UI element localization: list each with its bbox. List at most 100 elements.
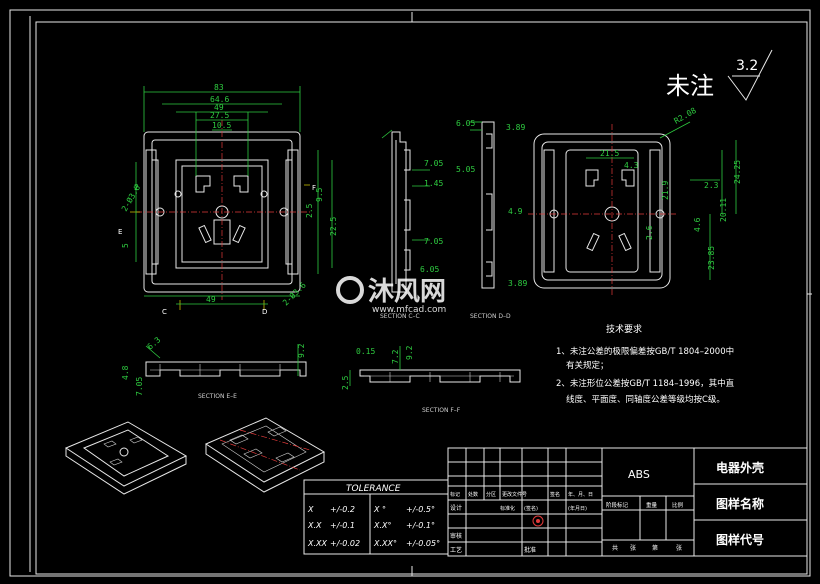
stage-header: 比例 [672, 501, 684, 509]
tech-req-line1b: 有关规定； [566, 360, 609, 371]
dim-24-25: 24.25 [733, 160, 742, 184]
header-cell: 年、月、日 [568, 491, 593, 498]
dim-2-3: 2.3 [704, 181, 719, 190]
dim-d-4-9: 4.9 [508, 207, 523, 216]
watermark-url: www.mfcad.com [372, 305, 446, 315]
part-name: 电器外壳 [716, 460, 764, 475]
row-date: (年月日) [568, 505, 587, 512]
watermark-main: 沐风网 [368, 277, 446, 307]
row-design: 设计 [450, 504, 462, 512]
sheet-label: 第 [652, 544, 658, 552]
dim-f-d4: 0.15 [356, 347, 375, 356]
label-c: C [162, 308, 167, 316]
technical-requirements: 技术要求 1、未注公差的极限偏差按GB/T 1804–2000中 有关规定； 2… [556, 323, 735, 405]
dim-d-6-05: 6.05 [456, 119, 475, 128]
top-view-dimensions: 83 64.6 49 27.5 10.5 49 2-Ø3.8 2 9.5 2.5… [118, 83, 338, 316]
dim-r2: 2 [134, 183, 139, 192]
dim-64-6: 64.6 [210, 95, 229, 104]
title-block: 标记 处数 分区 更改文件号 签名 年、月、日 设计 标准化 (签名) (年月日… [447, 447, 808, 557]
sheet-label: 张 [630, 544, 636, 552]
isometric-view-2 [204, 417, 326, 493]
title-block-stamp-icon [532, 515, 544, 527]
dim-2-6: 2.6 [645, 225, 654, 240]
dim-c-7-05b: 7.05 [424, 237, 443, 246]
section-f-title: SECTION F–F [422, 407, 461, 414]
dim-23-85: 23.85 [707, 246, 716, 270]
label-f: F [312, 184, 316, 192]
tolerance-cell: X.X° [373, 521, 392, 530]
right-view [528, 124, 676, 296]
watermark: 沐风网 www.mfcad.com [336, 276, 446, 315]
tolerance-cell: X [307, 505, 314, 514]
tolerance-title: TOLERANCE [346, 484, 401, 494]
dim-f-d2: 7.2 [391, 349, 400, 364]
tech-req-line2: 2、未注形位公差按GB/T 1184–1996，其中直 [556, 378, 735, 389]
header-cell: 签名 [550, 491, 560, 498]
section-d-view: 6.05 3.89 5.05 4.9 3.89 SECTION D–D [456, 119, 527, 320]
dim-e-d3: 7.05 [135, 377, 144, 396]
dim-d-3-89: 3.89 [506, 123, 525, 132]
tolerance-cell: +/-0.05° [406, 539, 440, 548]
label-e: E [118, 228, 122, 236]
dim-21-5: 21.5 [600, 149, 619, 158]
sheet-label: 张 [676, 544, 682, 552]
dim-2-5: 2.5 [305, 203, 314, 218]
tolerance-table: TOLERANCE X +/-0.2 X ° +/-0.5° X.X +/-0.… [303, 479, 449, 555]
dim-20-11: 20.11 [719, 198, 728, 222]
tolerance-row: X.XX +/-0.02 X.XX° +/-0.05° [307, 539, 440, 548]
tolerance-cell: +/-0.1 [330, 521, 355, 530]
sheet-label: 共 [612, 544, 618, 552]
tolerance-cell: X.XX° [373, 539, 397, 548]
row-sign: (签名) [524, 505, 538, 512]
tolerance-cell: X.X [307, 521, 322, 530]
tolerance-row: X.X +/-0.1 X.X° +/-0.1° [307, 521, 435, 530]
right-view-dimensions: R2.08 21.5 4.3 2.3 24.25 20.11 4.6 23.85… [586, 106, 742, 280]
dim-5: 5 [121, 243, 130, 248]
dim-21-9: 21.9 [661, 181, 670, 200]
tolerance-row: X +/-0.2 X ° +/-0.5° [307, 505, 435, 514]
drawing-frame [9, 9, 812, 577]
drawing-code: 图样代号 [716, 532, 764, 547]
dim-c-6-05: 6.05 [420, 265, 439, 274]
dim-83: 83 [214, 83, 224, 92]
dim-e-d1: 6.3 [146, 335, 163, 351]
label-d: D [262, 308, 267, 316]
dim-c-7-05: 7.05 [424, 159, 443, 168]
tech-req-line1: 1、未注公差的极限偏差按GB/T 1804–2000中 [556, 346, 734, 357]
header-cell: 分区 [486, 491, 496, 498]
row-review: 审核 [450, 532, 462, 540]
title-block-headers: 标记 处数 分区 更改文件号 签名 年、月、日 [450, 491, 593, 498]
dim-e-d4: 4.8 [121, 365, 130, 380]
section-d-title: SECTION D–D [470, 313, 511, 320]
tolerance-cell: X ° [373, 505, 386, 514]
watermark-logo-icon [336, 276, 364, 304]
stage-header: 重量 [646, 501, 658, 509]
roughness-prefix: 未注 [666, 72, 714, 100]
dim-22-5: 22.5 [329, 217, 338, 236]
tech-req-title: 技术要求 [606, 323, 642, 335]
roughness-note: 未注 3.2 [666, 49, 773, 101]
roughness-value: 3.2 [736, 58, 758, 74]
row-process: 工艺 [450, 546, 462, 554]
section-f-view: 2.5 7.2 9.2 0.15 SECTION F–F [341, 345, 521, 414]
stage-header: 阶段标记 [606, 501, 629, 509]
dim-49: 49 [214, 103, 224, 112]
dim-d-5-05: 5.05 [456, 165, 475, 174]
roughness-symbol-icon [727, 49, 773, 101]
section-e-view: 6.3 9.2 7.05 4.8 SECTION E–E [121, 335, 307, 400]
dim-10-5: 10.5 [212, 121, 231, 130]
tolerance-cell: +/-0.5° [406, 505, 435, 514]
isometric-view-1 [64, 421, 188, 495]
drawing-name: 图样名称 [716, 496, 764, 511]
dim-27-5: 27.5 [210, 111, 229, 120]
dim-e-d2: 9.2 [297, 343, 306, 358]
material: ABS [628, 468, 650, 481]
dim-f-d1: 2.5 [341, 375, 350, 390]
dim-4-3: 4.3 [624, 161, 639, 170]
tolerance-cell: +/-0.2 [330, 505, 355, 514]
dim-4-6: 4.6 [693, 217, 702, 232]
tolerance-cell: +/-0.1° [406, 521, 435, 530]
header-cell: 处数 [468, 491, 478, 498]
tech-req-line2b: 线度、平面度、同轴度公差等级均按C级。 [566, 394, 725, 405]
